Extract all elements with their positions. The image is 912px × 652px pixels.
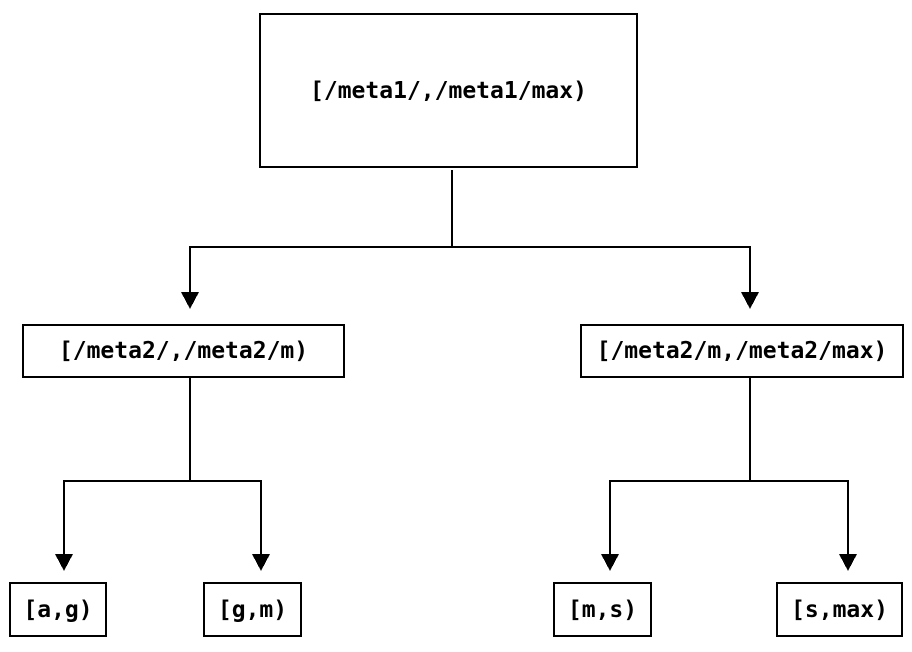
tree-leaf-gm-label: [g,m)	[217, 596, 288, 623]
tree-node-meta2-upper: [/meta2/m,/meta2/max)	[580, 324, 904, 378]
connector-right-split	[601, 378, 857, 571]
arrow-down-icon	[181, 292, 199, 309]
arrow-down-icon	[741, 292, 759, 309]
tree-node-meta2-upper-label: [/meta2/m,/meta2/max)	[596, 338, 888, 364]
tree-node-meta2-lower-label: [/meta2/,/meta2/m)	[58, 338, 309, 364]
tree-leaf-gm: [g,m)	[203, 582, 302, 637]
arrow-down-icon	[252, 554, 270, 571]
tree-leaf-smax-label: [s,max)	[791, 596, 888, 623]
tree-leaf-ag: [a,g)	[9, 582, 107, 637]
arrow-down-icon	[839, 554, 857, 571]
tree-leaf-ms: [m,s)	[553, 582, 652, 637]
connector-root-split	[181, 170, 759, 309]
tree-leaf-ms-label: [m,s)	[567, 596, 638, 623]
arrow-down-icon	[601, 554, 619, 571]
connector-left-split	[55, 378, 270, 571]
tree-leaf-ag-label: [a,g)	[23, 596, 93, 623]
tree-node-root-label: [/meta1/,/meta1/max)	[310, 77, 587, 104]
tree-node-meta2-lower: [/meta2/,/meta2/m)	[22, 324, 345, 378]
arrow-down-icon	[55, 554, 73, 571]
tree-node-root: [/meta1/,/meta1/max)	[259, 13, 638, 168]
tree-leaf-smax: [s,max)	[776, 582, 903, 637]
